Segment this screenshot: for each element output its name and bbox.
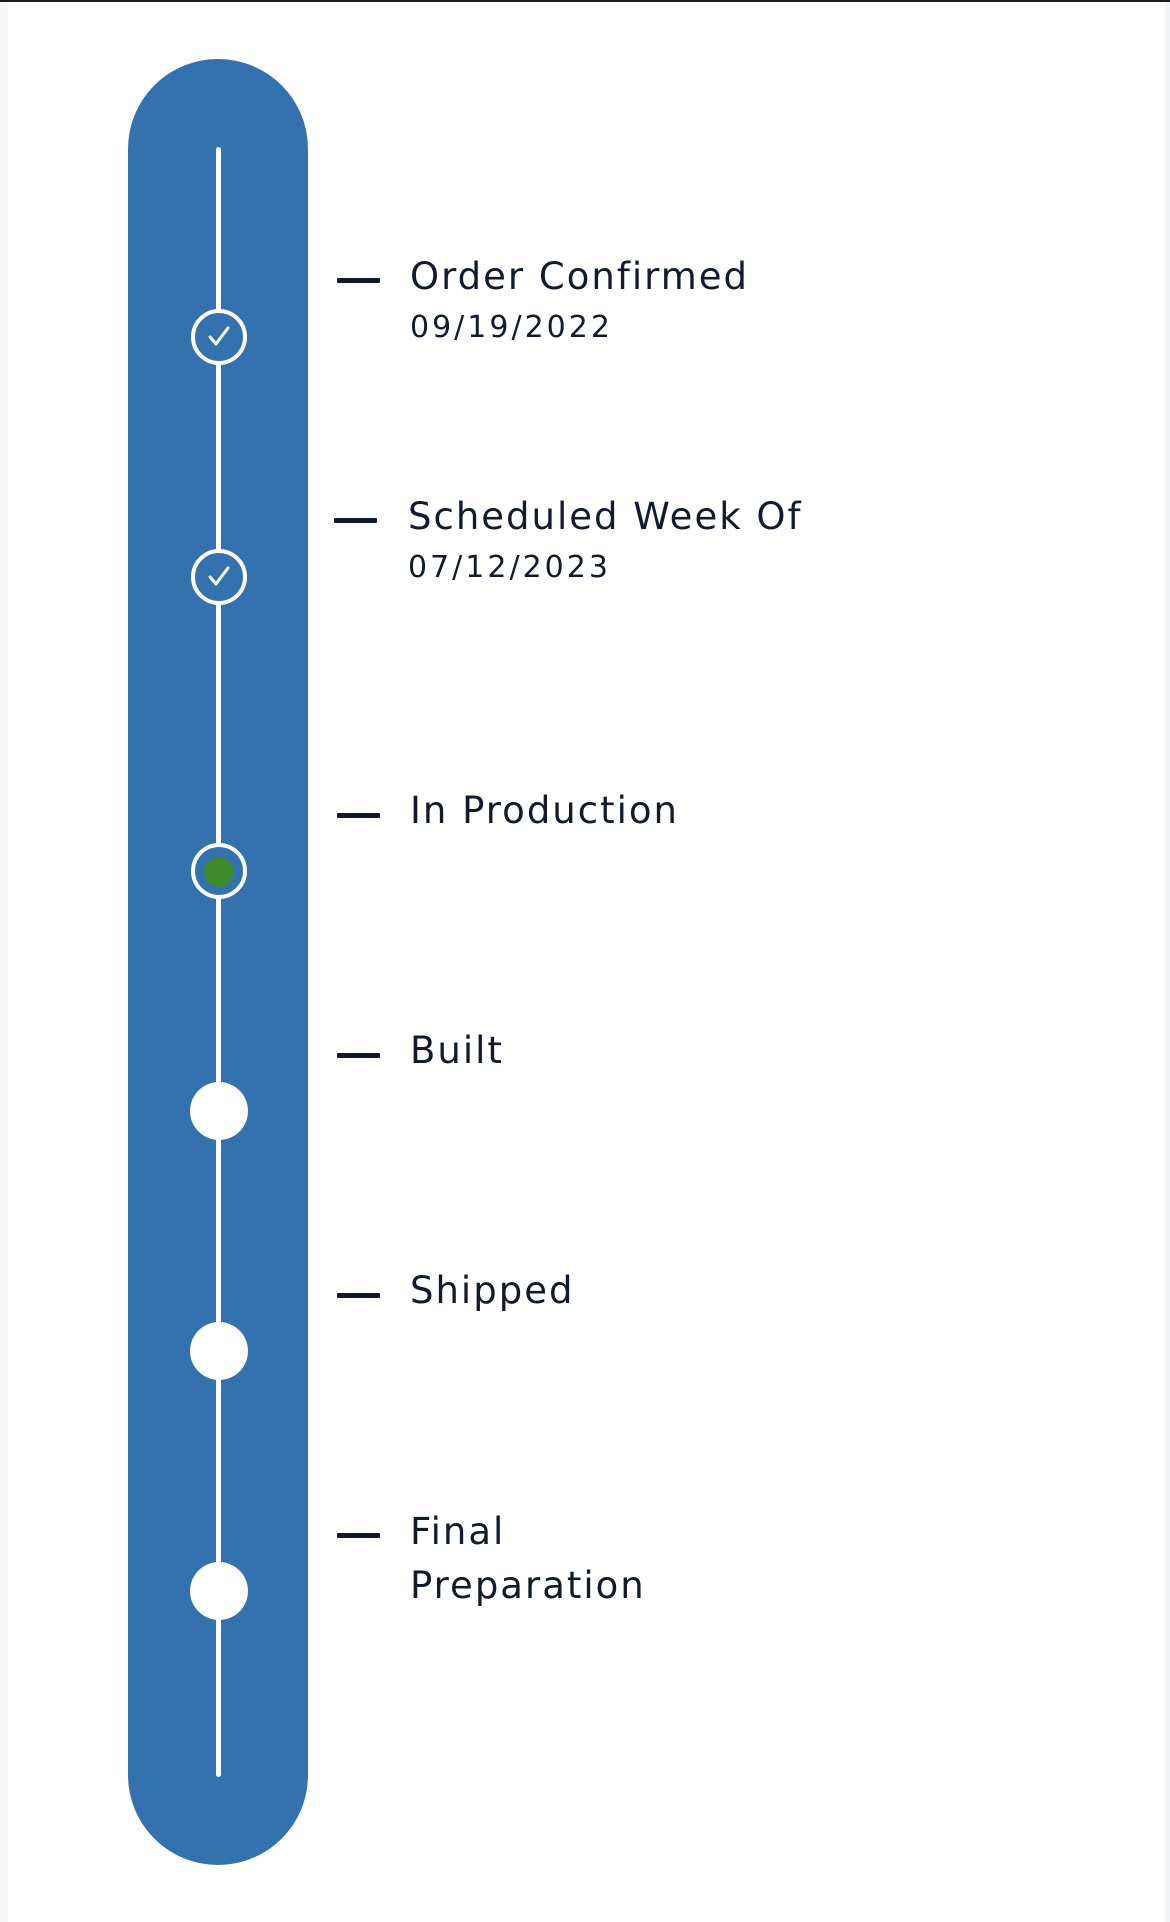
step-dash xyxy=(337,1533,380,1538)
pending-circle-icon xyxy=(190,1322,248,1380)
step-final-preparation: Final Preparation xyxy=(410,1505,730,1613)
right-edge xyxy=(1165,2,1170,1922)
step-label: Order Confirmed xyxy=(410,255,749,298)
current-dot-icon xyxy=(204,857,234,887)
step-node-in-production xyxy=(191,843,247,899)
step-label: In Production xyxy=(410,789,679,832)
tracker-line xyxy=(216,147,221,1777)
step-shipped: Shipped xyxy=(410,1264,910,1318)
step-order-confirmed: Order Confirmed 09/19/2022 xyxy=(410,250,840,348)
top-border xyxy=(0,0,1170,2)
left-edge xyxy=(0,2,8,1922)
step-label: Final Preparation xyxy=(410,1510,646,1607)
step-label: Shipped xyxy=(410,1269,575,1312)
step-date: 09/19/2022 xyxy=(410,310,613,345)
step-dash xyxy=(337,813,380,818)
check-icon xyxy=(208,566,230,586)
step-dash xyxy=(334,518,377,523)
step-built: Built xyxy=(410,1024,910,1078)
step-dash xyxy=(337,278,380,283)
step-node-order-confirmed xyxy=(191,309,247,365)
step-label: Scheduled Week Of xyxy=(408,495,803,538)
step-date: 07/12/2023 xyxy=(408,550,611,585)
step-label: Built xyxy=(410,1029,504,1072)
check-icon xyxy=(208,326,230,346)
step-scheduled-week: Scheduled Week Of 07/12/2023 xyxy=(408,490,808,588)
step-dash xyxy=(337,1053,380,1058)
step-in-production: In Production xyxy=(410,784,910,838)
pending-circle-icon xyxy=(190,1082,248,1140)
pending-circle-icon xyxy=(190,1562,248,1620)
step-node-scheduled-week xyxy=(191,549,247,605)
step-dash xyxy=(337,1293,380,1298)
